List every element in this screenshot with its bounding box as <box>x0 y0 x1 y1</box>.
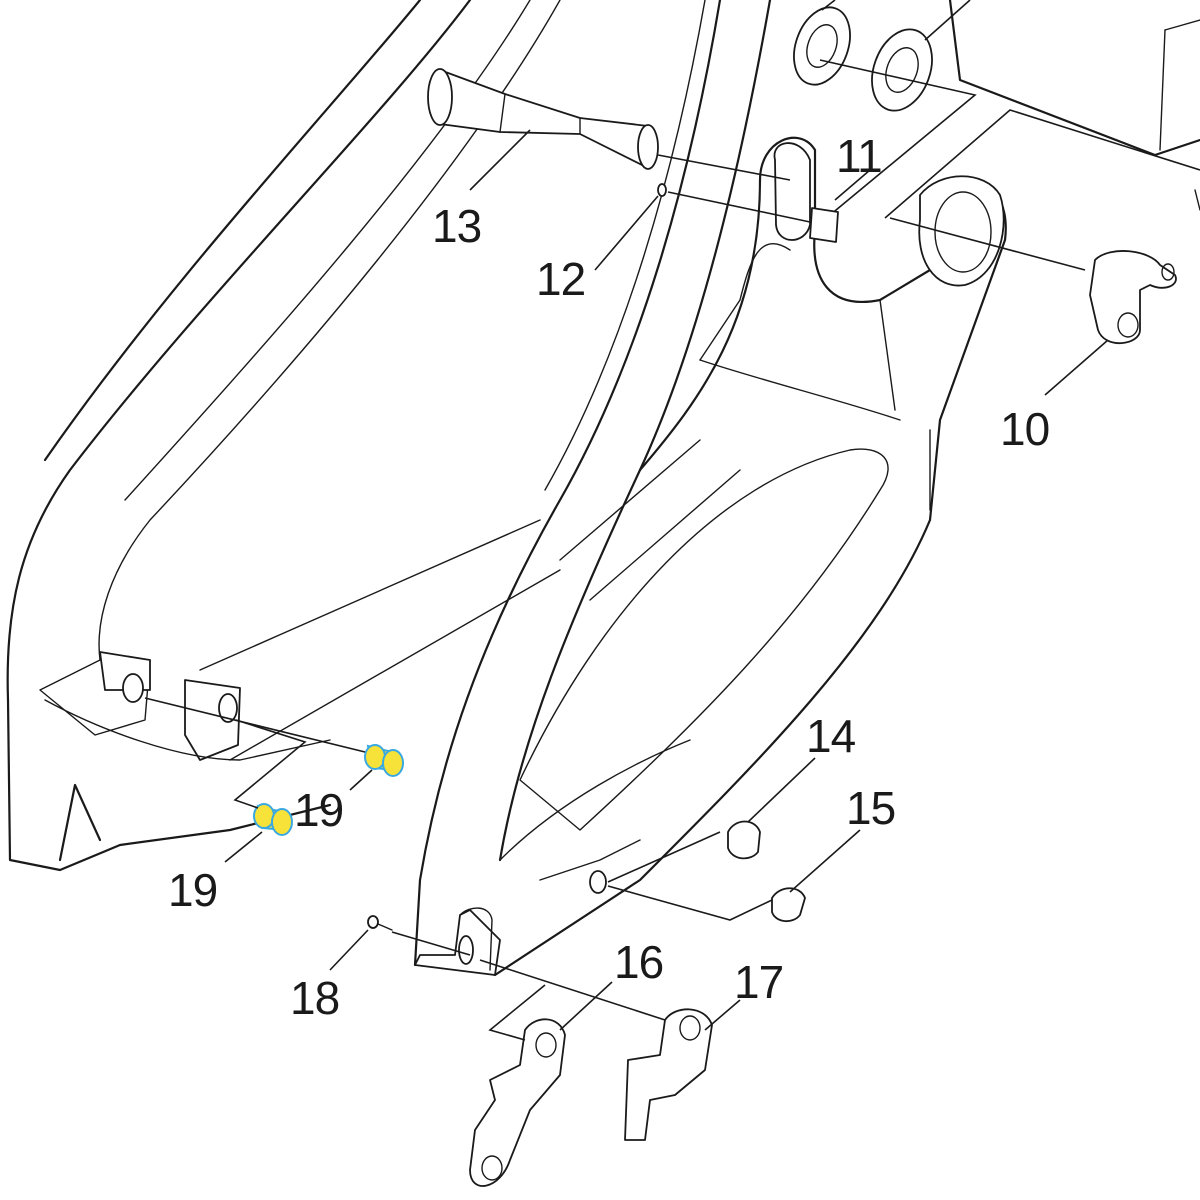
part-13-axle <box>427 68 791 191</box>
callout-16: 16 <box>614 936 663 988</box>
callout-17: 17 <box>734 956 783 1008</box>
callout-14: 14 <box>806 710 856 762</box>
right-yoke <box>493 136 1007 977</box>
shock-mount-block <box>948 0 1200 211</box>
part-17-hanger <box>479 959 741 1141</box>
seat-tube <box>413 0 772 976</box>
part-15-plug <box>607 829 861 922</box>
part-10-rocker <box>884 109 1200 396</box>
cable-port <box>589 870 607 894</box>
callout-19-lower: 19 <box>168 864 217 916</box>
part-19-bushing-upper <box>144 697 404 791</box>
bushing-hole-left <box>122 673 144 703</box>
part-12-bolt <box>594 183 811 271</box>
part-19-bushing-lower <box>224 719 307 863</box>
part-16-hanger <box>469 981 613 1187</box>
part-18-screw <box>329 915 471 971</box>
left-stay-arm <box>6 0 561 872</box>
part-11-nut <box>809 169 871 243</box>
callout-15: 15 <box>846 782 895 834</box>
callout-18: 18 <box>290 972 339 1024</box>
bearings <box>793 0 977 216</box>
callout-19-upper: 19 <box>294 784 343 836</box>
part-14-plug <box>607 757 816 883</box>
callout-13: 13 <box>432 200 481 252</box>
dropout-slot <box>458 935 474 965</box>
callout-12: 12 <box>536 253 585 305</box>
callout-10: 10 <box>1000 403 1049 455</box>
callout-11: 11 <box>836 130 882 182</box>
bushing-hole-right <box>218 693 238 723</box>
